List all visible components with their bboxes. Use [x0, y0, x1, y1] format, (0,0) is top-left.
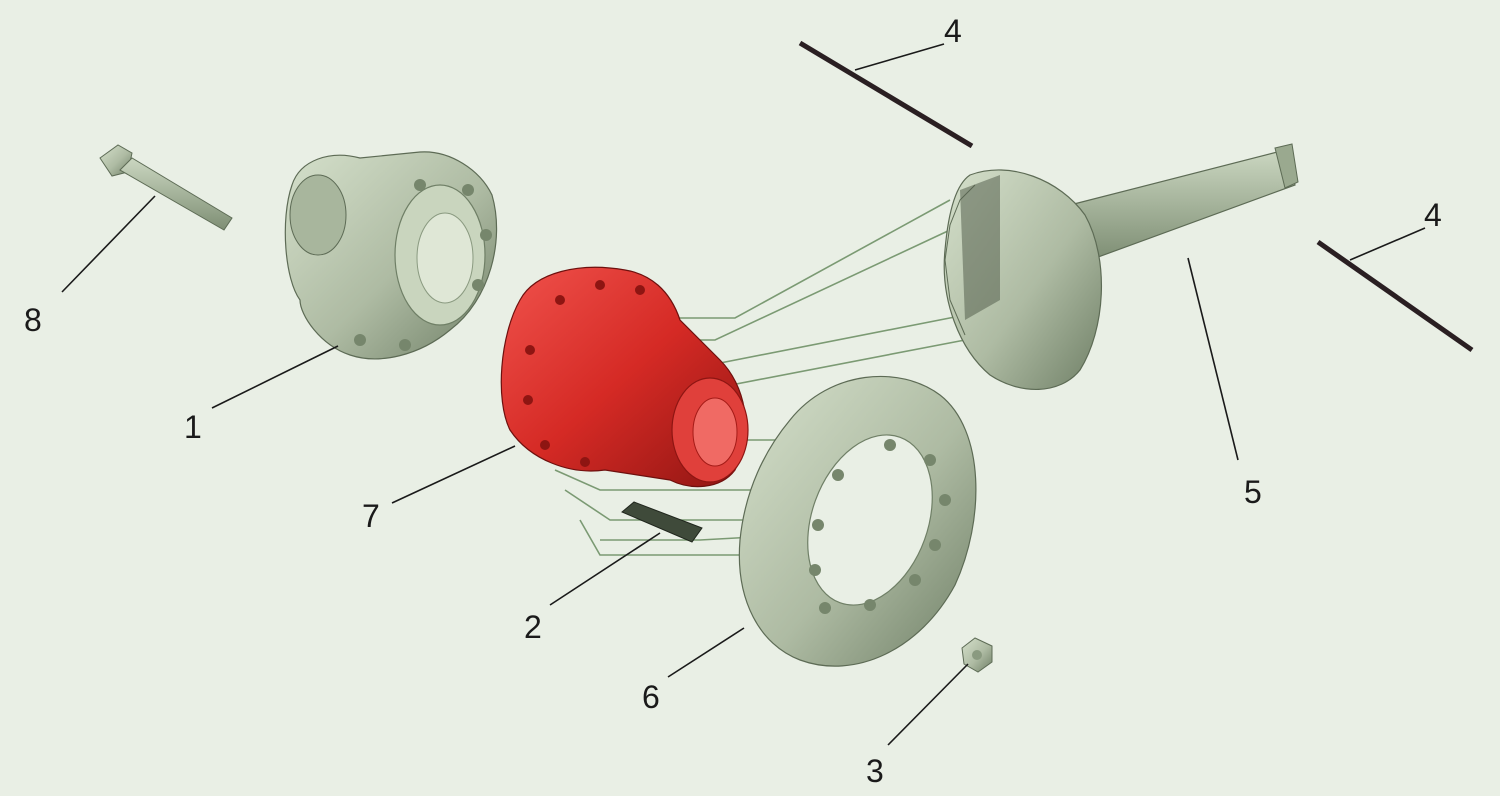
callout-4-top: 4 [944, 13, 962, 49]
callout-3: 3 [866, 753, 884, 789]
cup-half-icon [284, 151, 498, 360]
callout-7: 7 [362, 498, 380, 534]
differential-case-icon [500, 266, 749, 488]
ring-gear-icon [738, 375, 977, 667]
pin-icon [621, 501, 703, 543]
bolt-icon [99, 144, 233, 231]
callout-1: 1 [184, 409, 202, 445]
callout-4-right: 4 [1424, 197, 1442, 233]
callout-labels: 8 1 7 2 6 3 5 4 4 [24, 13, 1442, 789]
callout-6: 6 [642, 679, 660, 715]
shim-icon [798, 40, 1474, 353]
leader-lines [61, 43, 1426, 746]
callout-8: 8 [24, 302, 42, 338]
nut-icon [961, 637, 993, 673]
pinion-shaft-icon [943, 143, 1299, 391]
callout-5: 5 [1244, 474, 1262, 510]
callout-2: 2 [524, 609, 542, 645]
